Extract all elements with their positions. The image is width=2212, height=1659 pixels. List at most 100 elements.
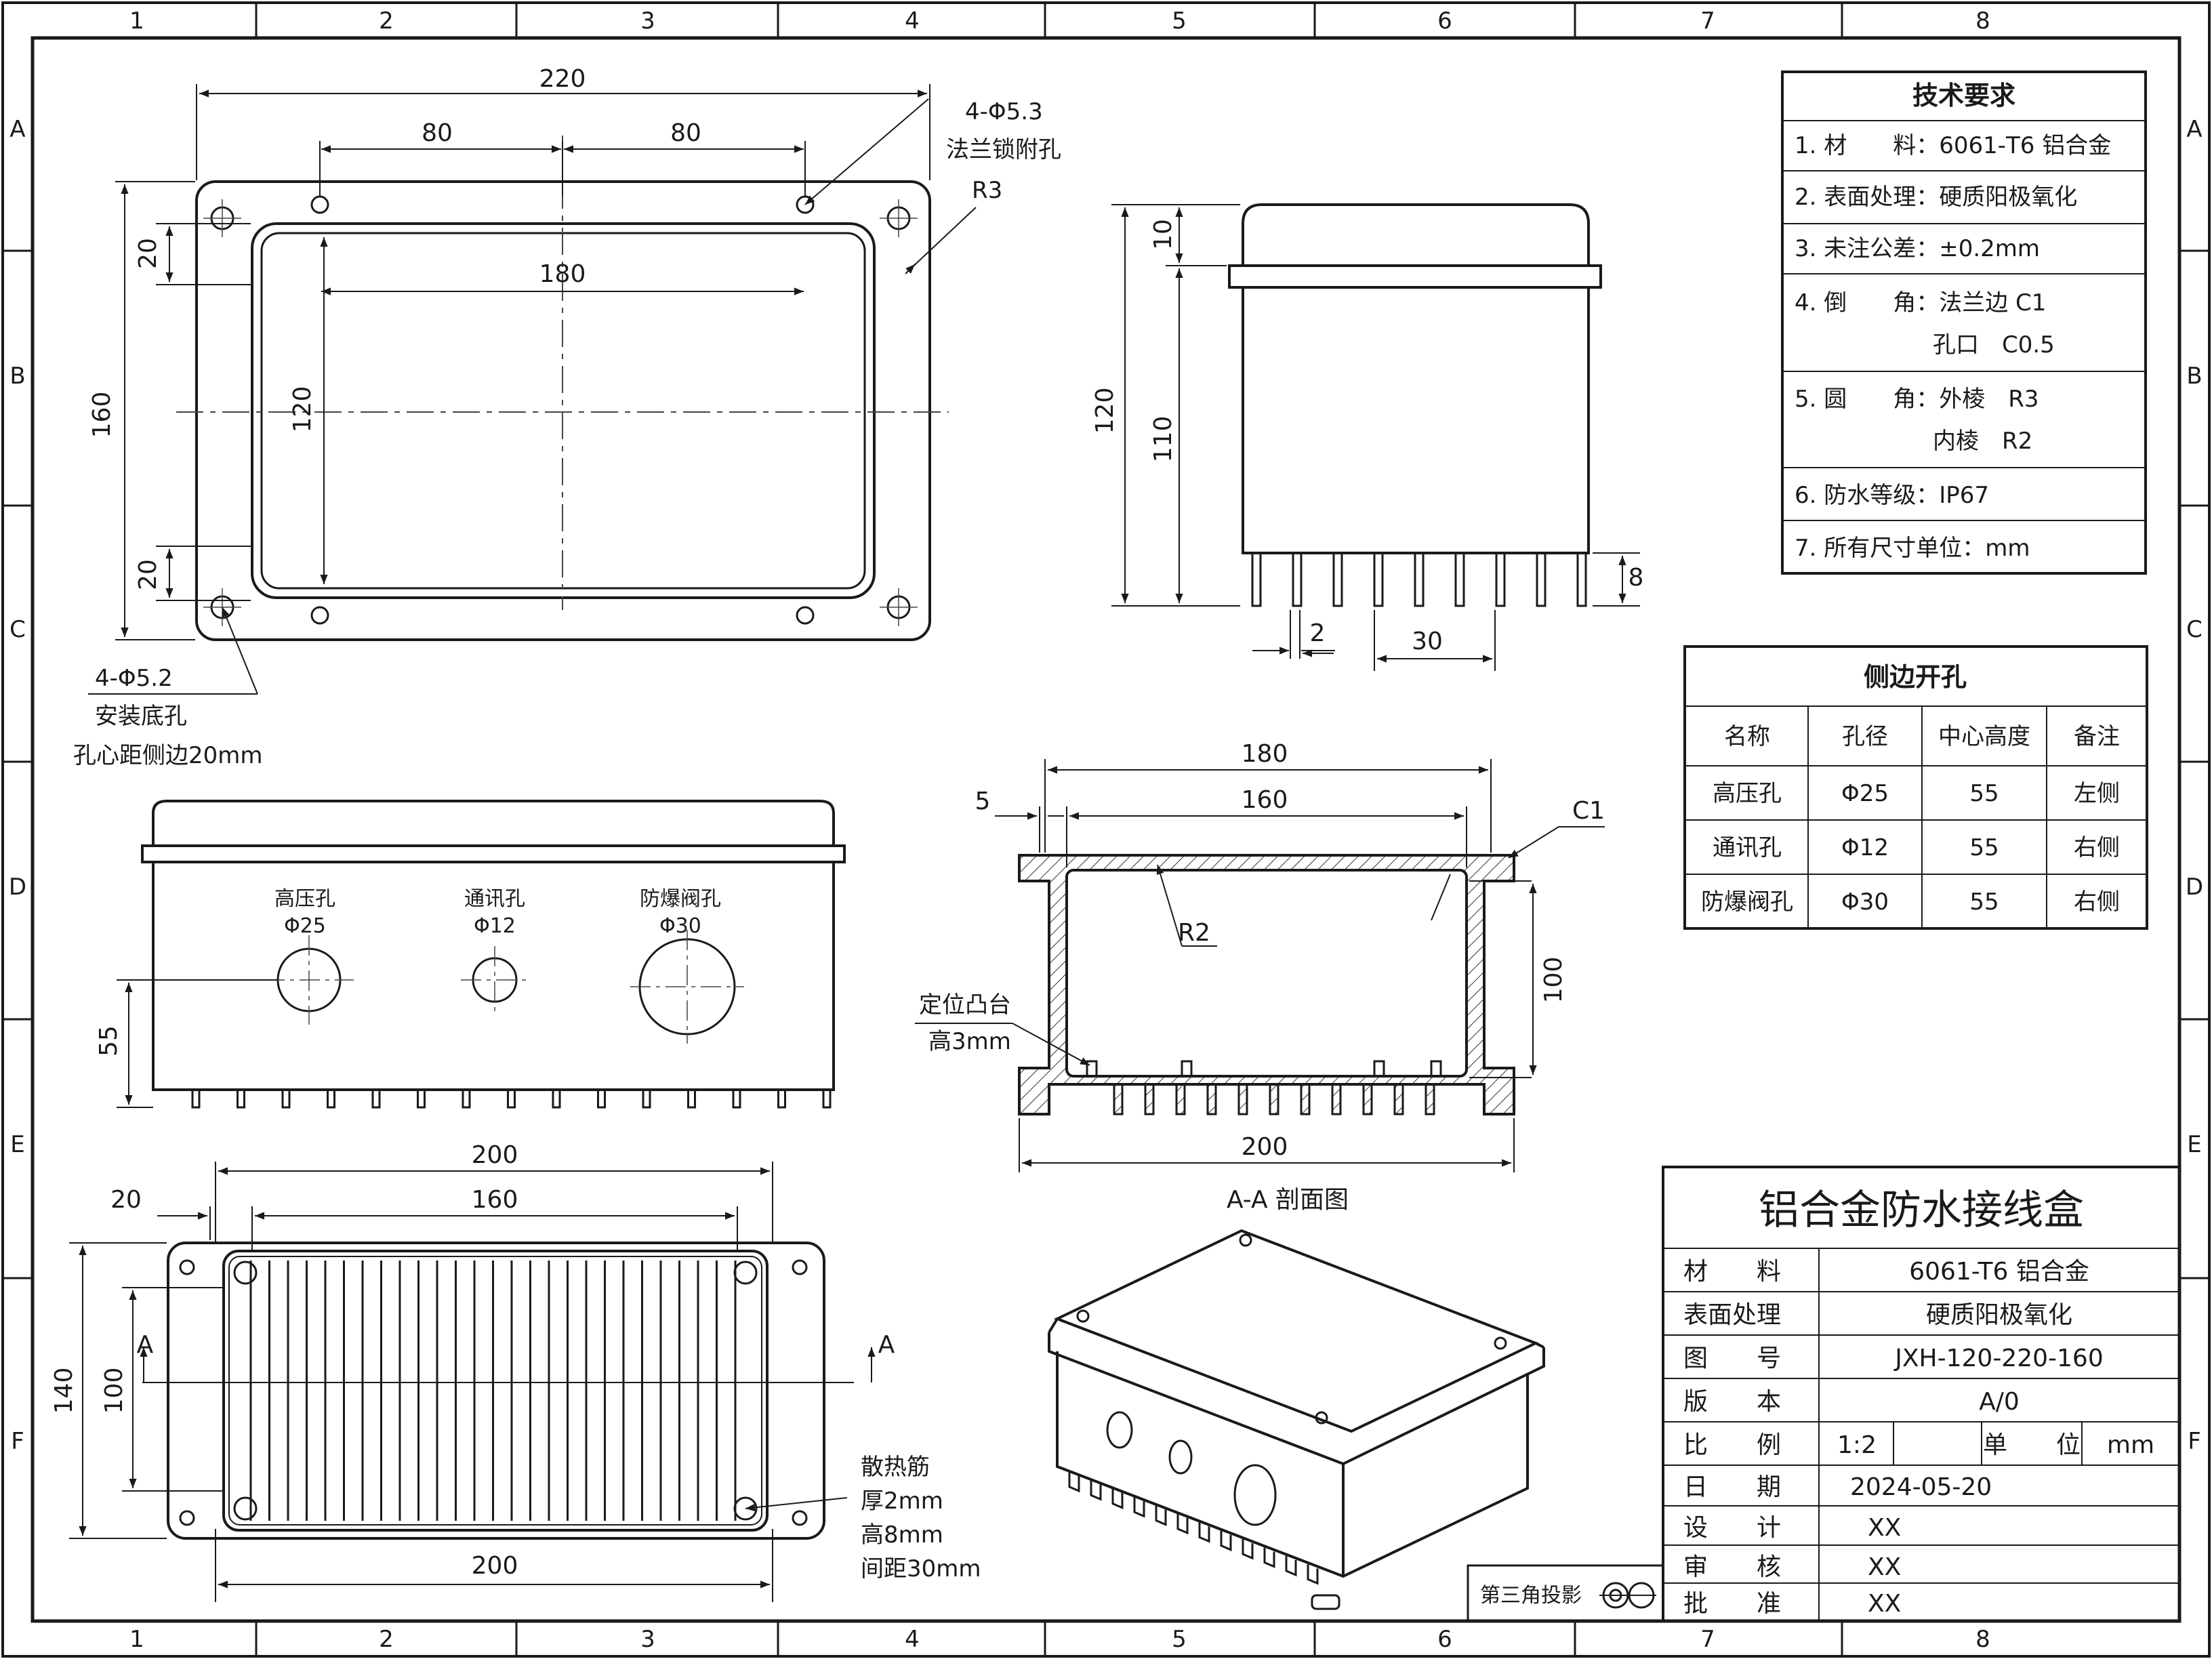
dim-bottom-width: 200 (472, 1552, 518, 1580)
fin (191, 1088, 201, 1109)
fin (732, 1088, 741, 1109)
fin (1307, 1564, 1319, 1585)
flange-hole-spec: 4-Φ5.3 (965, 98, 1043, 125)
mount-hole-spec: 4-Φ5.2 (95, 665, 173, 692)
material-value: 6061-T6 铝合金 (1909, 1258, 2089, 1286)
fin (327, 1088, 335, 1109)
fin-note-pitch: 间距30mm (861, 1555, 981, 1582)
holes-table-title: 侧边开孔 (1864, 662, 1967, 692)
col-label: 7 (1700, 7, 1715, 35)
fin (507, 1088, 516, 1109)
col-label: 7 (1700, 1626, 1715, 1653)
col-label: 6 (1437, 1626, 1452, 1653)
surface-label: 表面处理 (1683, 1301, 1781, 1329)
fin (822, 1088, 832, 1109)
col-label: 8 (1975, 1626, 1990, 1653)
approve-label: 批 准 (1683, 1590, 1781, 1618)
col-label: 4 (905, 7, 920, 35)
tech-item: 1. 材 料：6061-T6 铝合金 (1795, 132, 2111, 159)
unit-label: 单 位 (1983, 1431, 2081, 1459)
valve-hole-name: 防爆阀孔 (640, 887, 721, 911)
isometric-view (1048, 1229, 1545, 1610)
fin (1425, 1083, 1435, 1115)
dim-bottom-offset: 20 (134, 559, 162, 590)
holes-cell: 右侧 (2074, 834, 2120, 861)
version-value: A/0 (1979, 1388, 2020, 1416)
col-label: 1 (129, 7, 144, 35)
drawing-no-label: 图 号 (1683, 1345, 1781, 1372)
fin (1414, 552, 1425, 607)
fin (1220, 1530, 1232, 1552)
projection-symbol-icon (1599, 1582, 1656, 1609)
fin (597, 1088, 606, 1109)
fin (1362, 1083, 1373, 1115)
row-label: C (2186, 616, 2203, 643)
title-block: 铝合金防水接线盒 材 料 6061-T6 铝合金 表面处理 硬质阳极氧化 图 号… (1467, 1166, 2181, 1622)
dim-inner-radius: R2 (1178, 919, 1210, 947)
fin (1332, 552, 1343, 607)
holes-cell: 左侧 (2074, 780, 2120, 807)
fin (237, 1088, 245, 1109)
dim-inner-width: 160 (472, 1186, 518, 1214)
tech-item: 6. 防水等级：IP67 (1795, 482, 1989, 509)
section-view: 180 160 5 C1 R2 100 200 A-A 剖面图 定位凸台 高3m… (915, 740, 1605, 1214)
comm-hole-dia: Φ12 (474, 914, 516, 938)
fin (1206, 1083, 1217, 1115)
tech-item: 内棱 R2 (1795, 428, 2032, 455)
fin (1576, 552, 1587, 607)
holes-header: 名称 (1724, 723, 1770, 750)
side-holes-table: 侧边开孔 名称 孔径 中心高度 备注 高压孔 Φ25 55 左侧 通讯孔 Φ12… (1683, 645, 2148, 930)
fin (552, 1088, 561, 1109)
design-label: 设 计 (1683, 1514, 1781, 1542)
valve-hole-dia: Φ30 (659, 914, 701, 938)
boss-name: 定位凸台 (919, 991, 1011, 1019)
holes-header: 孔径 (1842, 723, 1888, 750)
fin (1292, 552, 1303, 607)
fin (1113, 1083, 1124, 1115)
dim-inner-height: 100 (1540, 957, 1568, 1004)
mount-hole-name: 安装底孔 (95, 703, 187, 730)
fin (1175, 1083, 1186, 1115)
heat-sink-ribs (249, 1261, 737, 1521)
dim-fin-pitch: 30 (1412, 628, 1443, 655)
col-label: 3 (640, 1626, 655, 1653)
dim-inner-height: 100 (100, 1368, 128, 1414)
fin (462, 1088, 471, 1109)
holes-cell: 55 (1969, 888, 1999, 916)
dim-top-offset: 20 (134, 238, 162, 269)
tech-item: 3. 未注公差：±0.2mm (1795, 235, 2040, 262)
section-fins (1113, 1083, 1435, 1115)
holes-cell: 防爆阀孔 (1701, 888, 1793, 916)
approve-value: XX (1868, 1590, 1901, 1618)
row-label: A (2186, 116, 2202, 143)
col-label: 5 (1172, 1626, 1187, 1653)
dim-total-height: 140 (50, 1368, 78, 1414)
version-label: 版 本 (1683, 1388, 1781, 1416)
fin (1242, 1539, 1254, 1560)
dim-edge: 20 (110, 1186, 142, 1214)
section-caption: A-A 剖面图 (1227, 1186, 1349, 1214)
row-label: C (9, 616, 26, 643)
holes-cell: 高压孔 (1713, 780, 1782, 807)
front-view: 高压孔 Φ25 通讯孔 Φ12 防爆阀孔 Φ30 55 (95, 800, 846, 1109)
fin (1536, 552, 1547, 607)
fin (1133, 1497, 1145, 1518)
scale-label: 比 例 (1683, 1431, 1781, 1459)
fin (1068, 1472, 1080, 1493)
hv-hole-name: 高压孔 (274, 887, 335, 911)
dim-lid-height: 10 (1149, 219, 1177, 250)
unit-value: mm (2107, 1431, 2154, 1459)
dim-top-width: 200 (472, 1141, 518, 1169)
review-label: 审 核 (1683, 1553, 1781, 1581)
fin (1331, 1083, 1342, 1115)
tech-item: 7. 所有尺寸单位：mm (1795, 535, 2030, 562)
dim-inner-width: 180 (539, 260, 586, 288)
dim-fin-thickness: 2 (1310, 619, 1326, 647)
fin (1251, 552, 1262, 607)
dim-overall-height: 160 (88, 392, 116, 438)
col-label: 4 (905, 1626, 920, 1653)
holes-cell: 55 (1969, 834, 1999, 861)
fin (1111, 1488, 1124, 1510)
dim-right-pitch: 80 (670, 119, 701, 147)
